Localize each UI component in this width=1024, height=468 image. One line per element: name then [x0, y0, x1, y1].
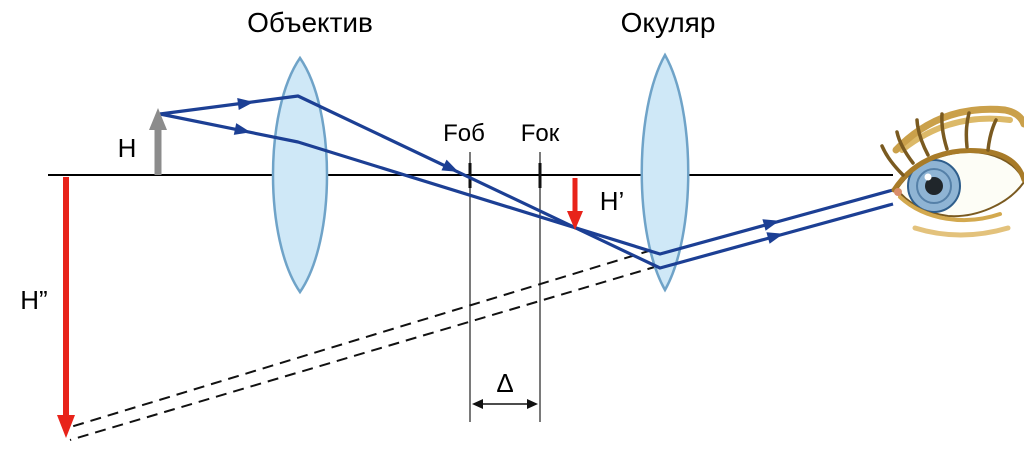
eye-highlight: [924, 173, 932, 181]
intermediate-image-arrow: [567, 178, 583, 230]
objective-label: Объектив: [247, 7, 373, 38]
eyebrow-stroke: [899, 115, 1013, 153]
iris-ring: [916, 168, 952, 204]
eyelash-4: [940, 112, 949, 151]
delta-measure: [472, 399, 538, 409]
upper-eyelid: [891, 148, 1024, 193]
ray-arrowhead-5: [766, 232, 784, 244]
focus-eyepiece-label: Fок: [521, 120, 560, 147]
dashed-extension-upper: [63, 249, 653, 430]
intermediate-image-label: H’: [600, 186, 625, 216]
objective-lens: [271, 55, 329, 295]
eyepiece-lens: [640, 52, 690, 293]
eyelash-2: [895, 130, 915, 165]
object-arrow: [149, 108, 167, 175]
under-eye-crease: [912, 225, 1011, 238]
focus-objective-label: Fоб: [443, 120, 485, 147]
delta-label: Δ: [496, 368, 513, 398]
eyelash-6: [986, 118, 998, 152]
ray-arrowhead-4: [762, 219, 780, 231]
virtual-image-label: H”: [20, 285, 47, 315]
eyelash-5: [964, 111, 971, 149]
eye-illustration: [880, 105, 1024, 238]
ray-arrowhead-1: [237, 98, 254, 110]
object-height-label: H: [118, 133, 137, 163]
eyelash-1: [880, 144, 905, 177]
eye-inner-corner: [894, 188, 902, 196]
virtual-image-arrow: [57, 177, 75, 438]
eyepiece-label: Окуляр: [621, 7, 716, 38]
lower-eyelid: [898, 195, 1002, 222]
ray-arrowhead-2: [233, 123, 251, 135]
pupil: [925, 177, 943, 195]
eyelash-3: [915, 118, 930, 157]
ray-arrowhead-3: [441, 159, 459, 172]
dashed-extension-lower: [69, 265, 659, 441]
